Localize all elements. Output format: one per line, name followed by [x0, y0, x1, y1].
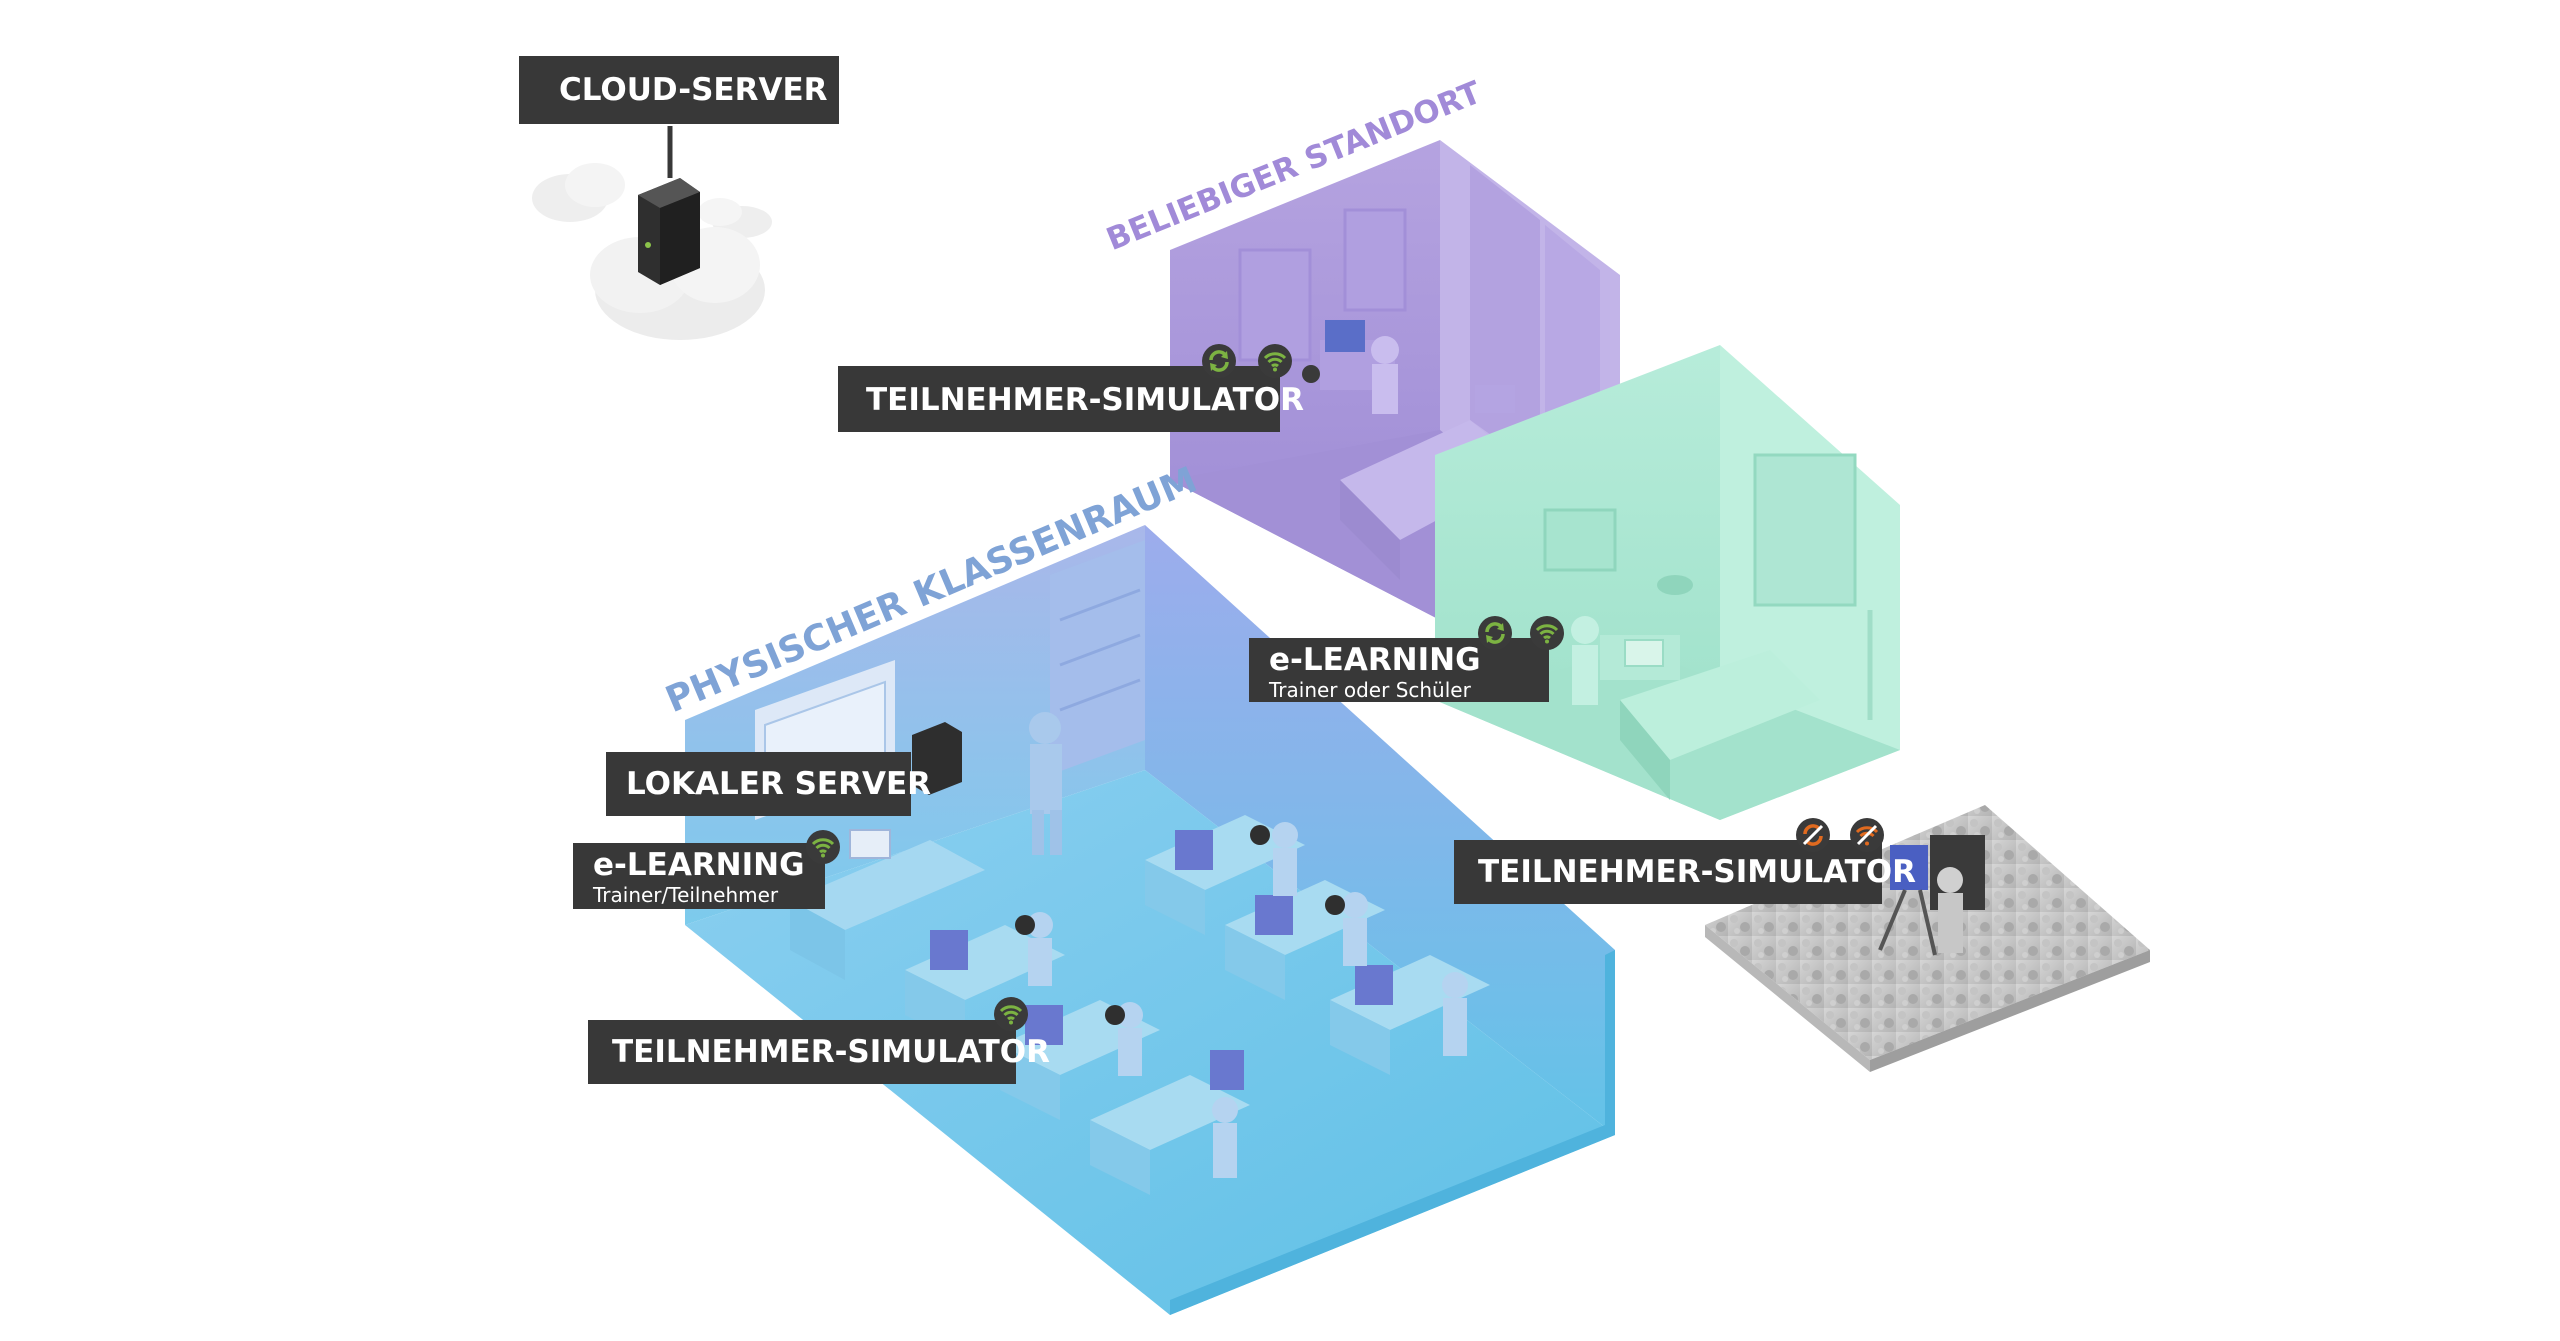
wifi-disabled-icon	[1850, 818, 1884, 852]
cloud-server-illustration	[532, 126, 772, 340]
label-cloud-server-text: CLOUD-SERVER	[559, 72, 839, 108]
wifi-icon	[1258, 344, 1292, 378]
sync-icon	[1202, 344, 1236, 378]
label-elearning-class-sub: Trainer/Teilnehmer	[593, 883, 825, 907]
label-trainee-simulator-offline-text: TEILNEHMER-SIMULATOR	[1478, 854, 1882, 890]
label-elearning-remote-sub: Trainer oder Schüler	[1269, 678, 1549, 702]
label-elearning-class-title: e-LEARNING	[593, 847, 825, 883]
label-local-server-text: LOKALER SERVER	[626, 766, 911, 802]
label-local-server: LOKALER SERVER	[606, 752, 911, 816]
wifi-icon	[994, 997, 1028, 1031]
label-trainee-simulator-class-text: TEILNEHMER-SIMULATOR	[612, 1034, 1016, 1070]
label-trainee-simulator-remote-text: TEILNEHMER-SIMULATOR	[866, 382, 1280, 418]
label-cloud-server: CLOUD-SERVER	[519, 56, 839, 124]
sync-icon	[1478, 616, 1512, 650]
label-trainee-simulator-class: TEILNEHMER-SIMULATOR	[588, 1020, 1016, 1084]
label-elearning-class: e-LEARNING Trainer/Teilnehmer	[573, 843, 825, 909]
wifi-icon	[1530, 616, 1564, 650]
sync-disabled-icon	[1796, 818, 1830, 852]
wifi-icon	[806, 830, 840, 864]
